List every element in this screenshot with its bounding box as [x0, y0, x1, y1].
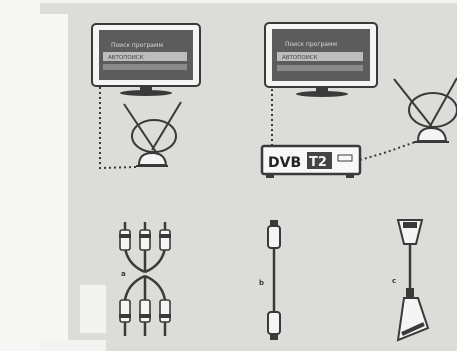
tv-left-screen-title: Поиск программ [111, 42, 163, 49]
tv-right-screen-mode: АВТОПОИСК [282, 55, 318, 61]
tv-left-screen-mode: АВТОПОИСК [108, 55, 144, 61]
dvb-logo-text: DVB [268, 155, 301, 171]
rca-cable-icon [123, 222, 167, 336]
scart-cable: c [392, 219, 430, 342]
dvb-t2-receiver: DVB T2 [260, 144, 362, 178]
scart-cable-icon [396, 219, 430, 342]
rca-cable-label: a [121, 270, 126, 278]
hdmi-cable-icon [267, 220, 281, 340]
t2-logo-text: T2 [309, 155, 327, 170]
antenna-icon [123, 101, 182, 167]
hdmi-cable-label: b [259, 279, 264, 287]
antenna-icon [393, 77, 457, 143]
scart-cable-label: c [392, 277, 396, 285]
hdmi-cable: b [259, 220, 281, 340]
tv-right-screen-title: Поиск программ [285, 41, 337, 48]
antenna-cable-left [99, 86, 137, 170]
rca-cable: a [119, 222, 171, 336]
antenna-right [359, 77, 457, 161]
antenna-left [99, 86, 182, 170]
tv-right: Поиск программ АВТОПОИСК [264, 22, 378, 97]
tv-left: Поиск программ АВТОПОИСК [91, 23, 201, 96]
antenna-cable-right [359, 140, 419, 161]
